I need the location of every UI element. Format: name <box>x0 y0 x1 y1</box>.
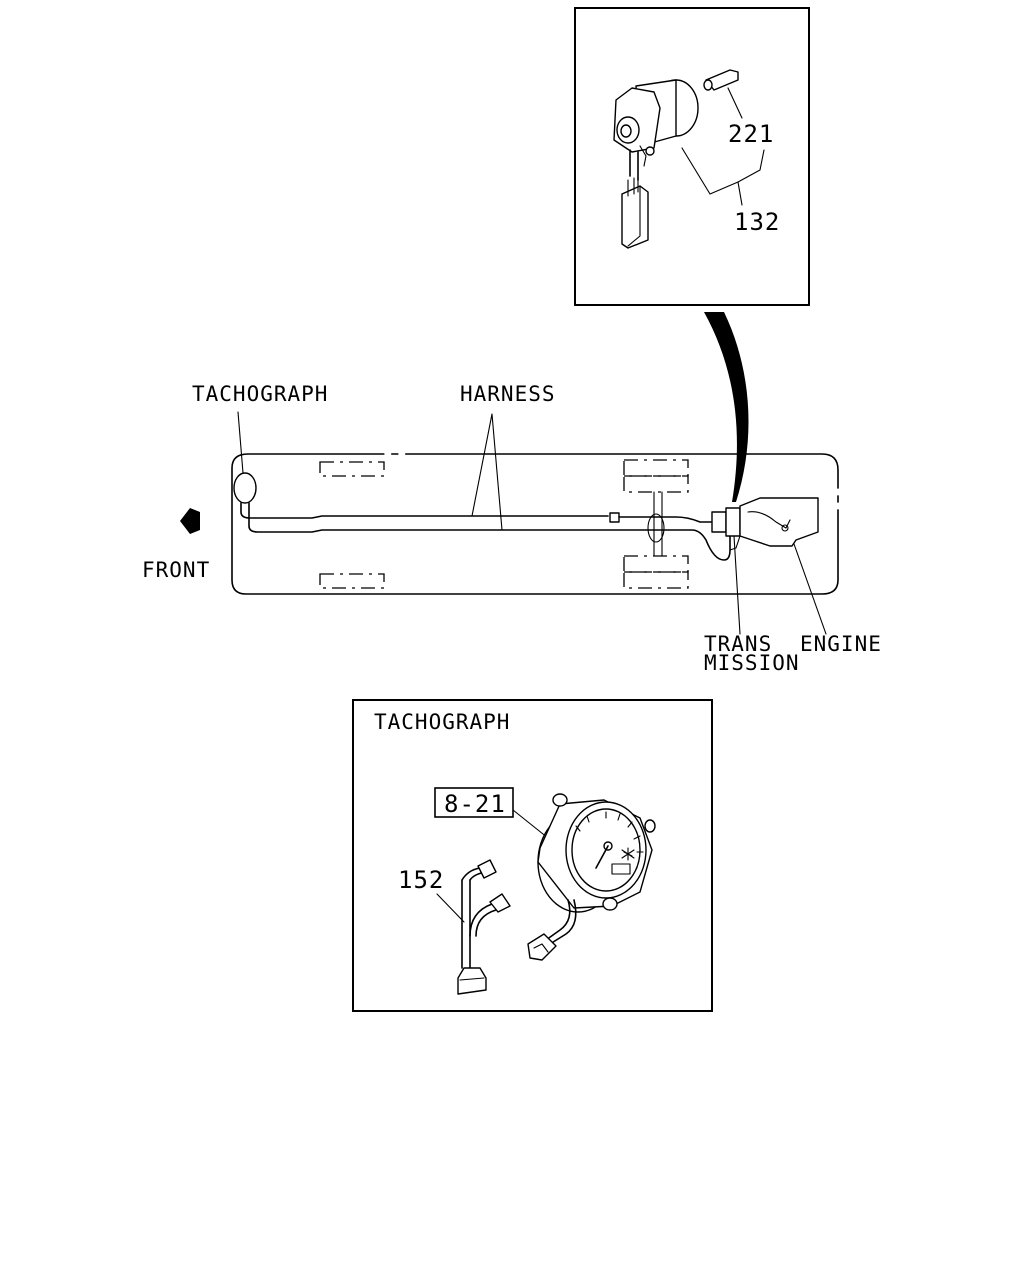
mission-label: MISSION <box>704 651 800 675</box>
part-number-152: 152 <box>398 866 444 894</box>
reference-box <box>434 787 514 818</box>
callout-arrow <box>704 312 749 502</box>
part-number-221: 221 <box>728 120 774 148</box>
trans-label: TRANS <box>704 632 772 656</box>
tachograph-detail-inset: TACHOGRAPH 8-21 <box>352 699 713 1012</box>
inset-title: TACHOGRAPH <box>374 710 510 734</box>
speed-sensor-drawing <box>613 69 739 249</box>
part-number-8-21: 8-21 <box>444 790 506 818</box>
tachograph-gauge-drawing <box>527 793 656 961</box>
front-wheels <box>319 461 385 589</box>
rear-wheels <box>623 459 689 589</box>
harness-label: HARNESS <box>460 382 556 406</box>
tachograph-unit <box>233 472 257 504</box>
engine-label: ENGINE <box>800 632 882 656</box>
chassis-overview: FRONT TACHOGRAPH HARNESS TRANS MISSION E… <box>142 382 882 675</box>
front-label: FRONT <box>142 558 210 582</box>
engine-transmission <box>711 497 819 551</box>
sensor-detail-inset: 221 132 <box>574 7 810 306</box>
leader-lines <box>681 87 765 206</box>
front-arrow-icon <box>180 508 200 534</box>
wiring-harness <box>240 502 731 561</box>
tachograph-label: TACHOGRAPH <box>192 382 328 406</box>
harness-152-drawing <box>457 859 511 995</box>
part-number-132: 132 <box>734 208 780 236</box>
